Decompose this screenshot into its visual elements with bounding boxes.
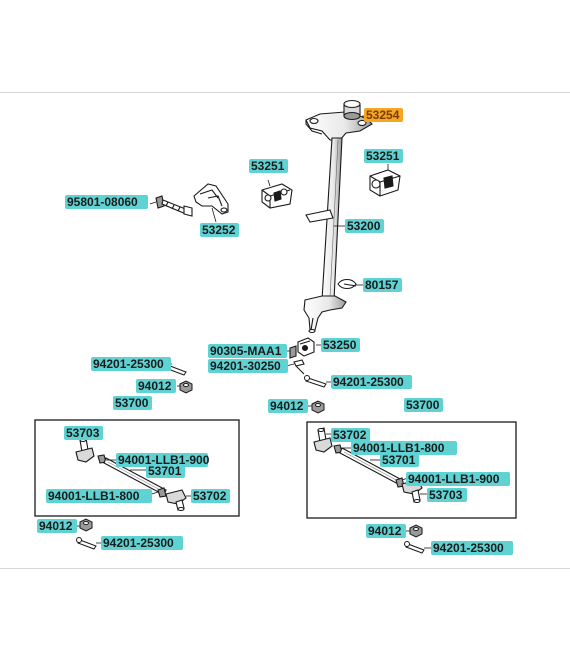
- label-background: [208, 344, 287, 358]
- holder-53251-left[interactable]: [261, 183, 293, 209]
- label-94201-25300-b[interactable]: 94201-25300: [333, 375, 404, 389]
- label-background: [380, 453, 419, 467]
- tie-rod-left[interactable]: [75, 437, 187, 512]
- top-border: [0, 92, 570, 93]
- tie-rod-box-right: [306, 421, 517, 519]
- label-background: [146, 464, 185, 478]
- bolt-90305-maa1[interactable]: [289, 345, 297, 359]
- part-labels: 53254 53251 53251 95801-08060 53252 5320…: [37, 108, 513, 555]
- label-53703-right[interactable]: 53703: [429, 488, 463, 502]
- holder-53251-right[interactable]: [369, 169, 401, 197]
- label-background: [113, 396, 152, 410]
- label-94001-llb1-800-right[interactable]: 94001-LLB1-800: [353, 441, 445, 455]
- label-background: [249, 159, 288, 173]
- label-background: [91, 357, 171, 371]
- bushing-53254[interactable]: [343, 99, 361, 121]
- label-53200[interactable]: 53200: [347, 219, 381, 233]
- label-background: [101, 536, 183, 550]
- label-94012-b[interactable]: 94012: [270, 399, 304, 413]
- label-53251-right[interactable]: 53251: [366, 149, 400, 163]
- label-bg-53254: [364, 108, 403, 122]
- tie-rod-box-left: [34, 419, 240, 517]
- label-53251-left[interactable]: 53251: [251, 159, 285, 173]
- label-53702-left[interactable]: 53702: [193, 489, 227, 503]
- label-53701-left[interactable]: 53701: [148, 464, 182, 478]
- label-53700-right[interactable]: 53700: [406, 398, 440, 412]
- bolt-95801-08060[interactable]: [155, 195, 193, 217]
- label-background: [65, 195, 148, 209]
- cotter-pin-b[interactable]: [304, 375, 327, 388]
- label-background: [321, 338, 360, 352]
- label-background: [406, 472, 510, 486]
- label-94012-d[interactable]: 94012: [368, 524, 402, 538]
- pin-94201-30250[interactable]: [293, 359, 305, 375]
- label-94001-llb1-900-right[interactable]: 94001-LLB1-900: [408, 472, 500, 486]
- label-53703-left[interactable]: 53703: [66, 426, 100, 440]
- label-94201-25300-d[interactable]: 94201-25300: [433, 541, 504, 555]
- label-90305-maa1[interactable]: 90305-MAA1: [210, 344, 282, 358]
- nut-94012-b[interactable]: [311, 400, 325, 414]
- tie-rod-right[interactable]: [313, 427, 423, 504]
- label-background: [331, 428, 370, 442]
- label-background: [363, 278, 402, 292]
- label-background: [46, 489, 152, 503]
- label-background: [64, 426, 103, 440]
- label-53702-right[interactable]: 53702: [333, 428, 367, 442]
- nut-94012-d[interactable]: [409, 524, 423, 538]
- label-background: [404, 398, 443, 412]
- label-background: [200, 223, 239, 237]
- bracket-53252[interactable]: [193, 183, 229, 215]
- label-background: [366, 524, 406, 538]
- label-53701-right[interactable]: 53701: [382, 453, 416, 467]
- label-background: [191, 489, 230, 503]
- label-background: [136, 379, 176, 393]
- label-background: [208, 359, 288, 373]
- bottom-border: [0, 568, 570, 569]
- label-background: [345, 219, 384, 233]
- label-94001-llb1-900-left[interactable]: 94001-LLB1-900: [118, 453, 210, 467]
- joint-53250[interactable]: [297, 337, 315, 357]
- cotter-pin-c[interactable]: [76, 537, 97, 550]
- label-94012-c[interactable]: 94012: [39, 519, 73, 533]
- label-94201-30250[interactable]: 94201-30250: [210, 359, 281, 373]
- label-background: [116, 453, 208, 467]
- label-background: [427, 488, 467, 502]
- steering-column[interactable]: [303, 111, 373, 334]
- label-94201-25300-c[interactable]: 94201-25300: [103, 536, 174, 550]
- label-background: [351, 441, 457, 455]
- label-94201-25300-a[interactable]: 94201-25300: [93, 357, 164, 371]
- label-95801-08060[interactable]: 95801-08060: [67, 195, 138, 209]
- label-94012-a[interactable]: 94012: [138, 379, 172, 393]
- label-53250[interactable]: 53250: [323, 338, 357, 352]
- nut-94012-c[interactable]: [79, 518, 93, 532]
- label-53252[interactable]: 53252: [202, 223, 236, 237]
- label-53700-left[interactable]: 53700: [115, 396, 149, 410]
- clip-80157[interactable]: [337, 278, 357, 290]
- nut-94012-a[interactable]: [179, 380, 193, 394]
- label-background: [431, 541, 513, 555]
- label-background: [37, 519, 77, 533]
- label-53254[interactable]: 53254: [366, 108, 400, 122]
- label-background: [268, 399, 308, 413]
- label-background: [331, 375, 412, 389]
- cotter-pin-d[interactable]: [404, 541, 425, 554]
- label-background: [364, 149, 403, 163]
- label-80157[interactable]: 80157: [365, 278, 399, 292]
- label-94001-llb1-800-left[interactable]: 94001-LLB1-800: [48, 489, 140, 503]
